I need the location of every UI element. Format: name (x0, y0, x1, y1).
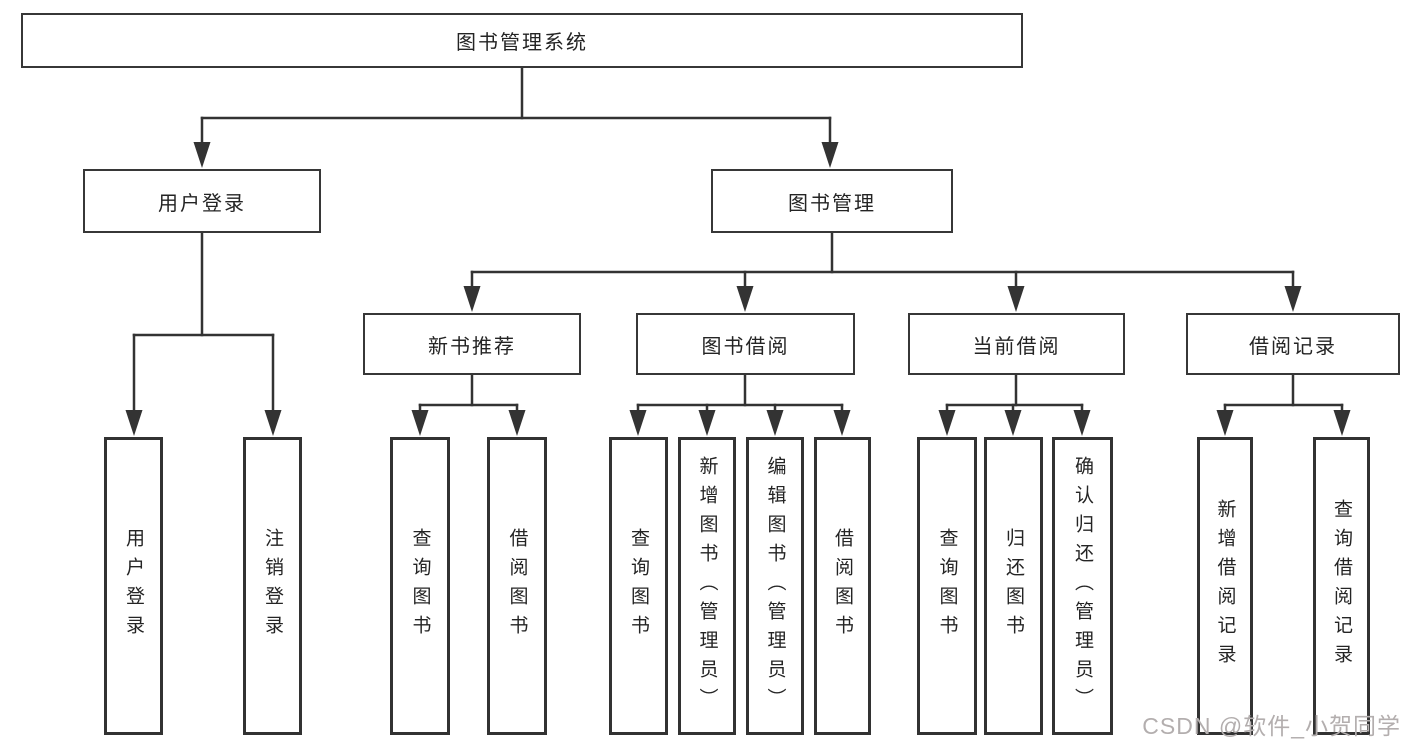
node-current-borrowing: 当前借阅 (908, 313, 1125, 375)
leaf-label: 用户登录 (123, 528, 144, 644)
leaf-label: 查询图书 (936, 528, 958, 644)
leaf-borrow-books: 借阅图书 (814, 437, 871, 735)
leaf-logout: 注销登录 (243, 437, 302, 735)
leaf-label: 查询图书 (628, 528, 649, 644)
leaf-return-books: 归还图书 (984, 437, 1043, 735)
leaf-label: 注销登录 (262, 528, 283, 644)
node-book-borrowing: 图书借阅 (636, 313, 855, 375)
leaf-label: 编辑图书（管理员） (764, 455, 786, 717)
leaf-label: 查询借阅记录 (1331, 499, 1352, 673)
node-borrowing-records: 借阅记录 (1186, 313, 1400, 375)
leaf-label: 确认归还（管理员） (1072, 455, 1093, 717)
leaf-label: 新增借阅记录 (1214, 499, 1236, 673)
leaf-borrow-books: 借阅图书 (487, 437, 547, 735)
leaf-query-books: 查询图书 (917, 437, 977, 735)
leaf-query-books: 查询图书 (609, 437, 668, 735)
node-book-management: 图书管理 (711, 169, 953, 233)
leaf-add-book-admin: 新增图书（管理员） (678, 437, 736, 735)
leaf-confirm-return-admin: 确认归还（管理员） (1052, 437, 1113, 735)
node-library-management-system: 图书管理系统 (21, 13, 1023, 68)
leaf-add-borrow-record: 新增借阅记录 (1197, 437, 1253, 735)
leaf-edit-book-admin: 编辑图书（管理员） (746, 437, 804, 735)
watermark-csdn: CSDN @软件_小贺同学 (1142, 713, 1401, 739)
leaf-label: 归还图书 (1003, 528, 1024, 644)
leaf-query-books: 查询图书 (390, 437, 450, 735)
leaf-query-borrow-record: 查询借阅记录 (1313, 437, 1370, 735)
leaf-label: 查询图书 (409, 528, 431, 644)
leaf-label: 借阅图书 (506, 528, 528, 644)
node-new-book-recommendation: 新书推荐 (363, 313, 581, 375)
leaf-user-login: 用户登录 (104, 437, 163, 735)
leaf-label: 借阅图书 (832, 528, 853, 644)
node-user-login: 用户登录 (83, 169, 321, 233)
leaf-label: 新增图书（管理员） (696, 455, 718, 717)
